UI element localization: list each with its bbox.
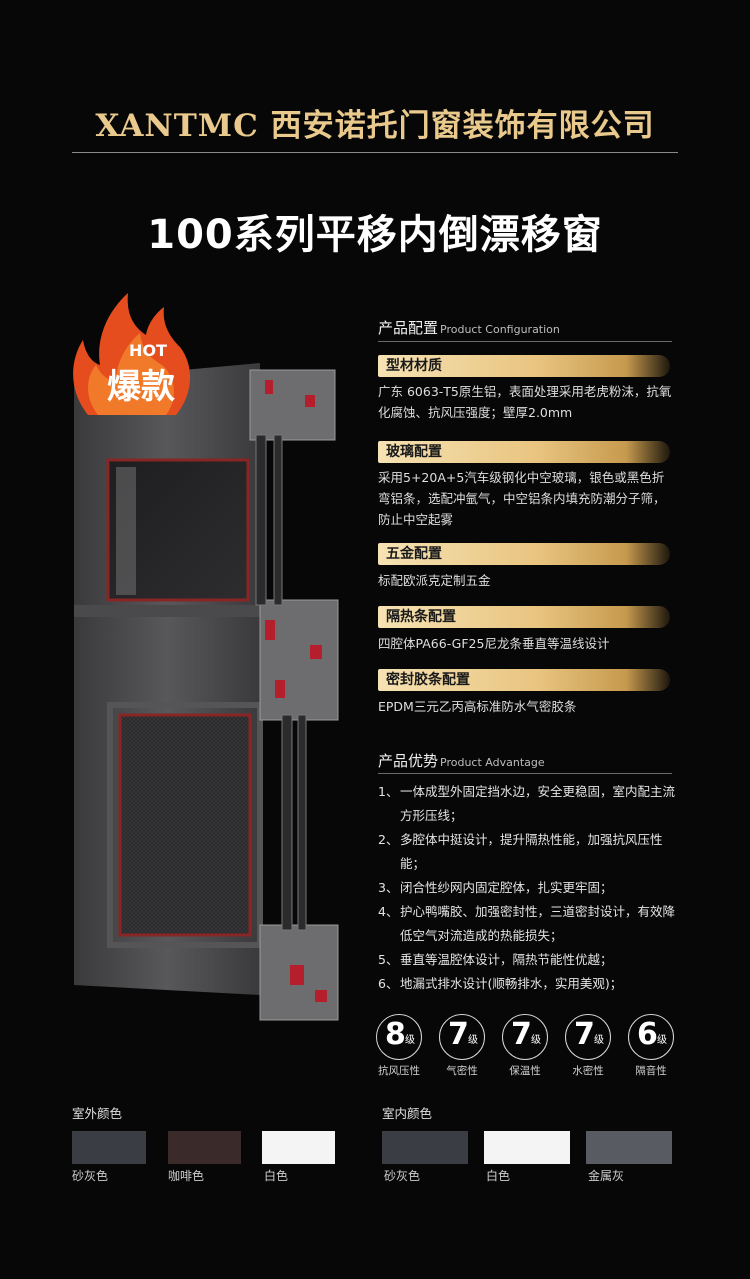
rating-unit: 级 [531,1035,541,1046]
list-item: 6、地漏式排水设计(顺畅排水，实用美观)； [378,972,678,996]
hot-label: HOT [129,341,167,360]
section-title: 隔热条配置 [386,609,456,625]
list-item: 1、一体成型外固定挡水边，安全更稳固，室内配主流方形压线； [378,780,678,828]
list-item: 2、多腔体中挺设计，提升隔热性能，加强抗风压性能； [378,828,678,876]
swatch-label: 白色 [264,1169,289,1183]
indoor-color-heading: 室内颜色 [382,1106,433,1121]
rating-value: 7 [511,1017,532,1052]
rating-unit: 级 [405,1035,415,1046]
swatch-label: 砂灰色 [384,1169,421,1183]
rating-unit: 级 [657,1035,667,1046]
brand-divider [72,152,678,153]
section-bar-hardware: 五金配置 [378,543,670,565]
rating-value: 8 [385,1017,406,1052]
hot-flame-badge: HOT 爆款 [68,285,198,429]
color-swatch-indoor-sand-gray[interactable] [382,1131,468,1164]
item-number: 3、 [378,880,399,895]
advantage-divider [378,773,672,774]
section-title: 密封胶条配置 [386,672,470,688]
swatch-label: 金属灰 [588,1169,625,1183]
list-item: 4、护心鸭嘴胶、加强密封性，三道密封设计，有效降低空气对流造成的热能损失； [378,900,678,948]
config-heading-cn: 产品配置 [378,319,439,337]
advantage-list: 1、一体成型外固定挡水边，安全更稳固，室内配主流方形压线； 2、多腔体中挺设计，… [378,780,678,996]
rating-value: 7 [448,1017,469,1052]
list-item: 3、闭合性纱网内固定腔体，扎实更牢固； [378,876,678,900]
advantage-heading-cn: 产品优势 [378,752,439,770]
section-bar-glass: 玻璃配置 [378,441,670,463]
rating-unit: 级 [468,1035,478,1046]
product-title: 100系列平移内倒漂移窗 [147,212,603,258]
swatch-label: 白色 [486,1169,511,1183]
outdoor-color-heading: 室外颜色 [72,1106,123,1121]
config-heading-en: Product Configuration [440,323,560,336]
rating-value: 7 [574,1017,595,1052]
section-title: 玻璃配置 [386,444,442,460]
section-title: 型材材质 [386,358,442,374]
rating-value: 6 [637,1017,658,1052]
item-text: 闭合性纱网内固定腔体，扎实更牢固； [400,880,613,895]
item-number: 2、 [378,832,399,847]
item-text: 垂直等温腔体设计，隔热节能性优越； [400,952,613,967]
brand-title: XANTMC 西安诺托门窗装饰有限公司 [95,108,655,144]
color-swatch-outdoor-coffee[interactable] [168,1131,241,1164]
color-swatch-outdoor-sand-gray[interactable] [72,1131,146,1164]
section-text-glass: 采用5+20A+5汽车级钢化中空玻璃，银色或黑色折弯铝条，选配冲氩气，中空铝条内… [378,470,666,527]
window-profile-illustration: HOT 爆款 [60,285,360,1045]
rating-label: 保温性 [509,1065,541,1077]
color-swatch-indoor-metal-gray[interactable] [586,1131,672,1164]
section-bar-seal: 密封胶条配置 [378,669,670,691]
swatch-label: 咖啡色 [168,1169,205,1183]
rating-label: 水密性 [572,1065,604,1077]
color-swatch-indoor-white[interactable] [484,1131,570,1164]
item-number: 1、 [378,784,399,799]
list-item: 5、垂直等温腔体设计，隔热节能性优越； [378,948,678,972]
section-text-thermal-strip: 四腔体PA66-GF25尼龙条垂直等温线设计 [378,636,610,651]
swatch-label: 砂灰色 [72,1169,109,1183]
config-divider [378,341,672,342]
section-text-hardware: 标配欧派克定制五金 [378,573,491,588]
bestseller-label: 爆款 [107,367,175,407]
item-text: 一体成型外固定挡水边，安全更稳固，室内配主流方形压线； [400,784,676,823]
item-text: 护心鸭嘴胶、加强密封性，三道密封设计，有效降低空气对流造成的热能损失； [400,904,676,943]
section-title: 五金配置 [386,546,442,562]
section-bar-profile: 型材材质 [378,355,670,377]
item-number: 6、 [378,976,399,991]
rating-unit: 级 [594,1035,604,1046]
rating-label: 抗风压性 [378,1065,420,1077]
item-number: 5、 [378,952,399,967]
flame-icon [73,293,191,415]
item-text: 多腔体中挺设计，提升隔热性能，加强抗风压性能； [400,832,663,871]
section-text-seal: EPDM三元乙丙高标准防水气密胶条 [378,699,577,714]
color-swatch-outdoor-white[interactable] [262,1131,335,1164]
section-text-profile: 广东 6063-T5原生铝，表面处理采用老虎粉沫，抗氧化腐蚀、抗风压强度；壁厚2… [378,384,672,420]
item-text: 地漏式排水设计(顺畅排水，实用美观)； [400,976,623,991]
advantage-heading-en: Product Advantage [440,756,545,769]
window-cross-section-graphic [74,363,339,1021]
rating-label: 气密性 [446,1065,478,1077]
rating-label: 隔音性 [635,1065,667,1077]
item-number: 4、 [378,904,399,919]
section-bar-thermal-strip: 隔热条配置 [378,606,670,628]
